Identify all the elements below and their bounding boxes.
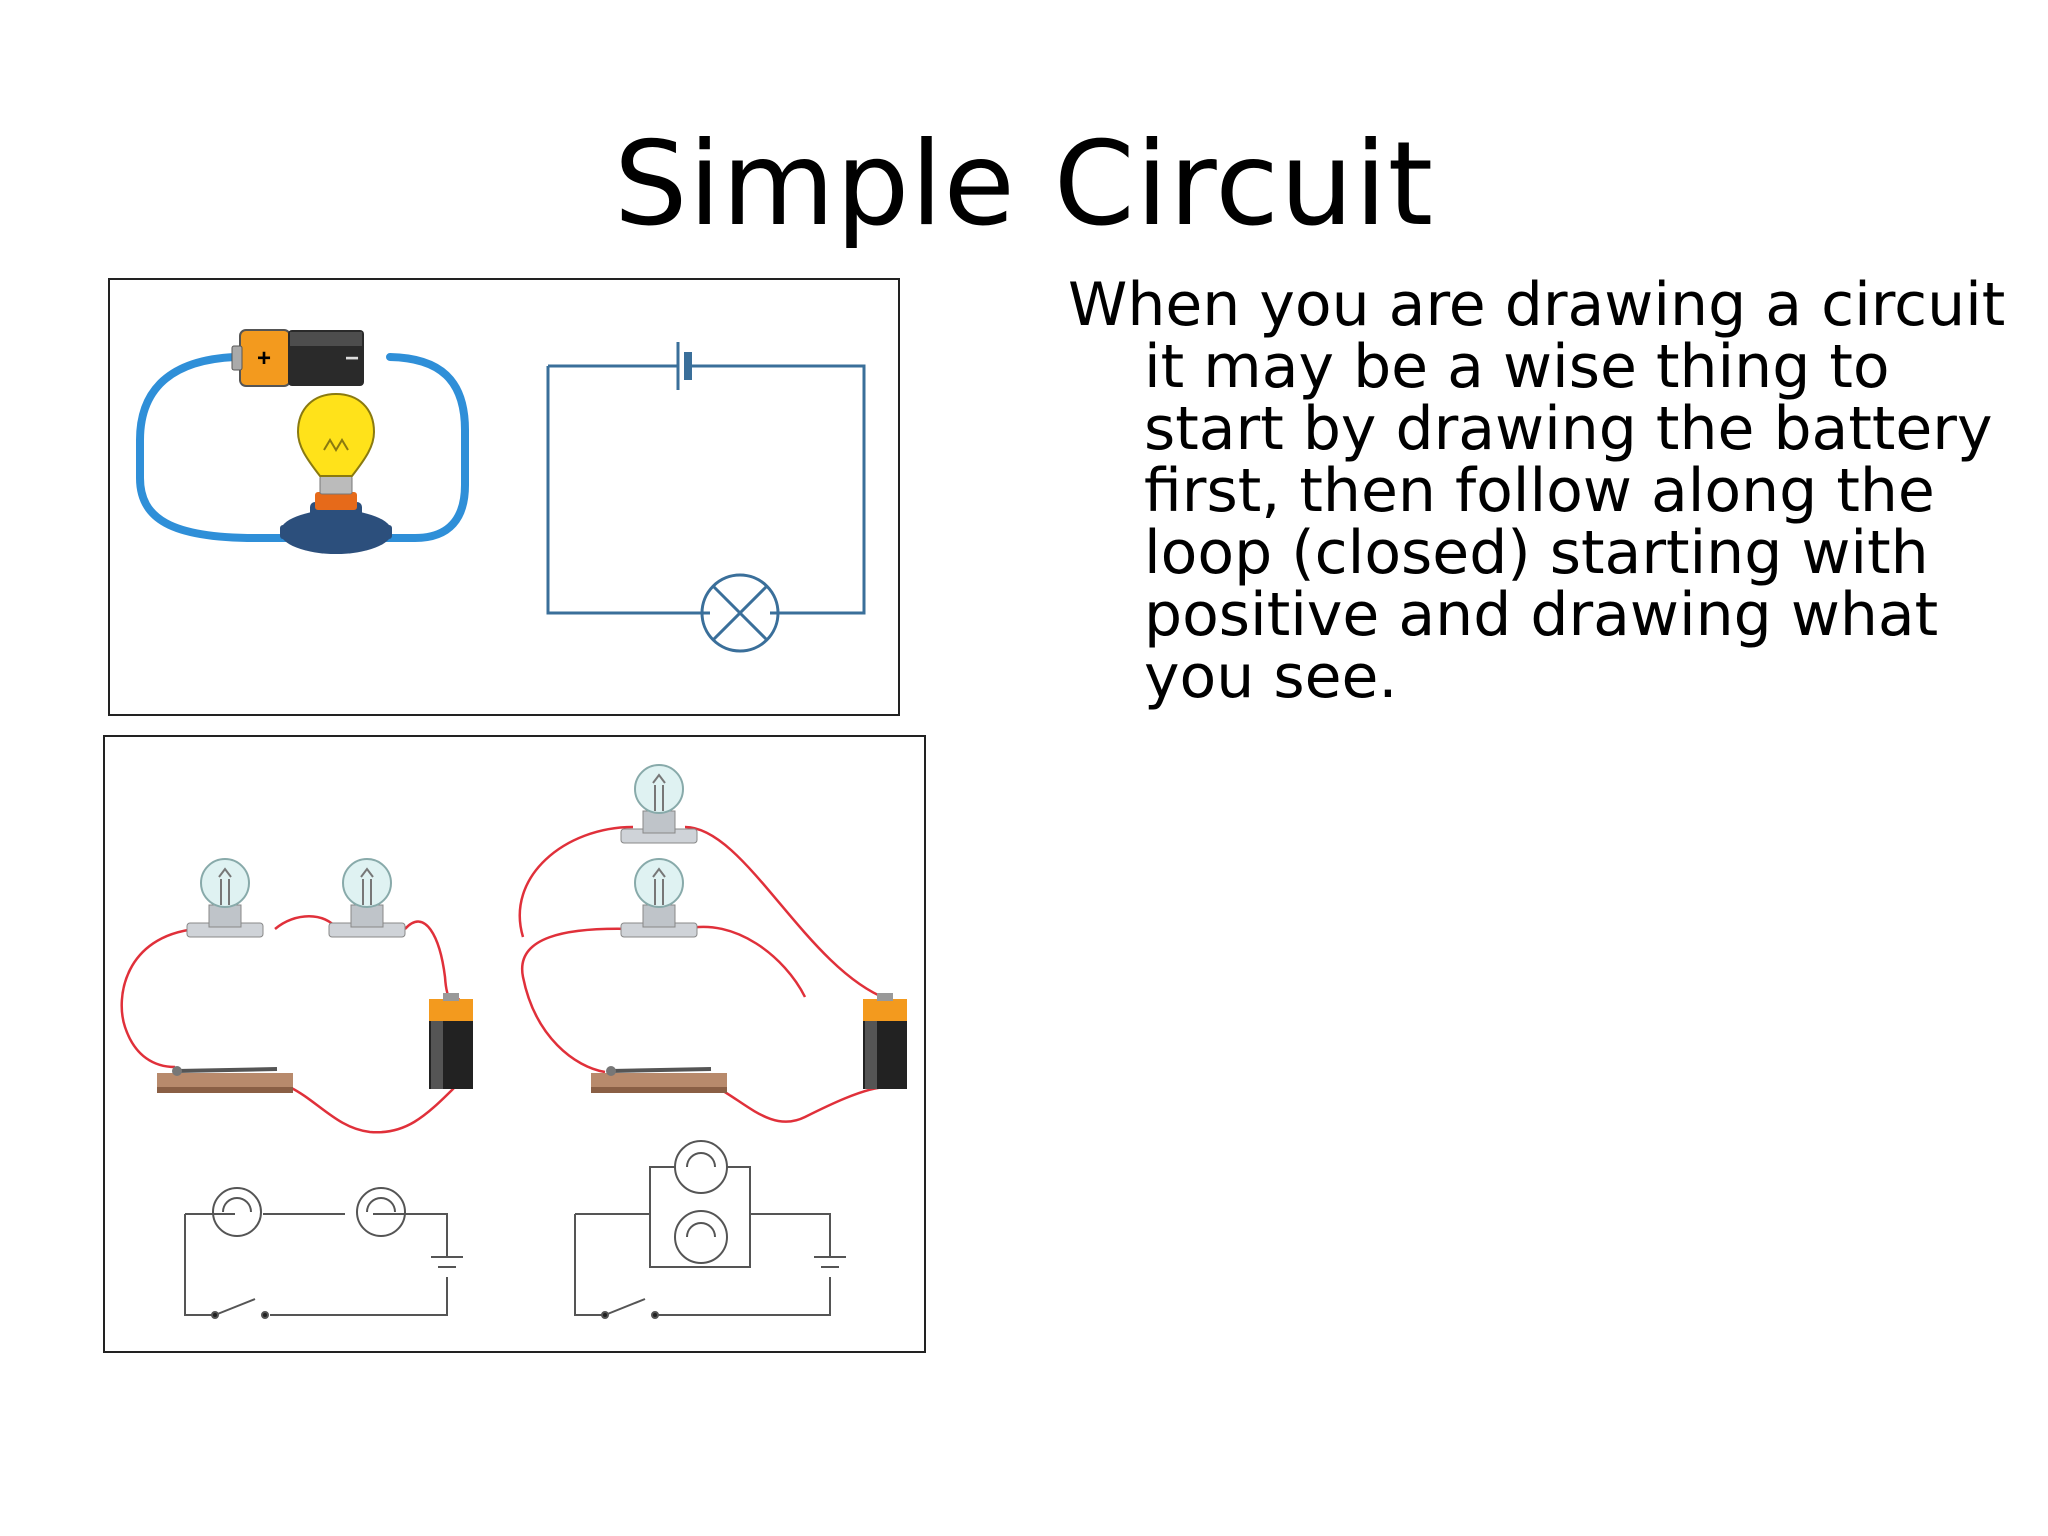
bulb-icon (620, 858, 698, 938)
battery-plus-label: + (257, 345, 271, 372)
blue-wire-loop (136, 353, 469, 542)
slide-body-text: When you are drawing a circuit it may be… (1068, 270, 2006, 712)
slide-title: Simple Circuit (613, 117, 1435, 252)
parallel-circuit-pictorial (518, 764, 907, 1123)
switch-icon (155, 1064, 295, 1095)
bulb-icon (186, 858, 264, 938)
battery-icon (863, 993, 907, 1089)
light-bulb-icon (280, 392, 392, 554)
bulb-icon (328, 858, 406, 938)
red-wire-series (120, 915, 461, 1134)
series-circuit-pictorial (120, 858, 473, 1134)
switch-icon (589, 1064, 729, 1095)
red-wire-parallel (518, 825, 888, 1123)
battery-minus-label: − (345, 345, 359, 372)
schematic-circuit (546, 342, 866, 653)
battery-icon: + − (231, 329, 364, 387)
series-schematic (184, 1187, 463, 1319)
battery-icon (429, 993, 473, 1089)
series-parallel-diagram (103, 735, 926, 1353)
bulb-icon (620, 764, 698, 844)
simple-circuit-diagram: + − (108, 278, 900, 716)
parallel-schematic (574, 1140, 846, 1319)
